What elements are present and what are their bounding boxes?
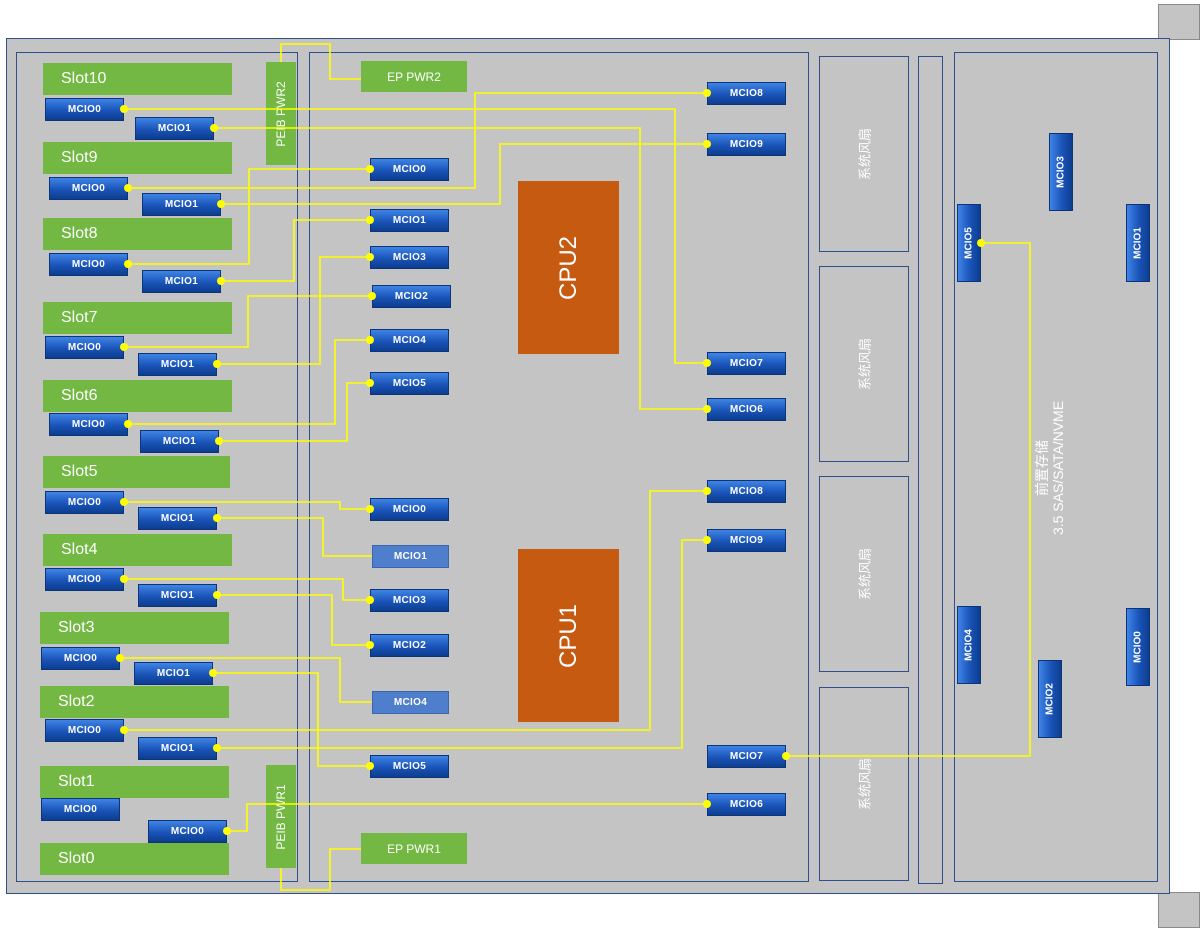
cable-slot6-mcio0-to-cpu2-mcio4	[128, 339, 370, 425]
cpu1: CPU1	[518, 549, 619, 722]
slot-2: Slot2	[40, 686, 229, 718]
cpu2-mcio7: MCIO7	[707, 352, 786, 375]
cable-slot6-mcio1-to-cpu2-mcio5	[219, 382, 370, 442]
cpu2-mcio2: MCIO2	[372, 285, 451, 308]
slot6-mcio0: MCIO0	[49, 413, 128, 436]
backplane-mcio1: MCIO1	[1126, 204, 1150, 282]
cable-slot3-mcio1-to-cpu1-mcio5	[213, 672, 370, 767]
backplane-mcio3: MCIO3	[1049, 133, 1073, 211]
chassis-tab-top	[1158, 4, 1200, 40]
cpu2-mcio8: MCIO8	[707, 82, 786, 105]
slot-4: Slot4	[43, 534, 232, 566]
cable-slot8-mcio1-to-cpu2-mcio1	[221, 219, 370, 282]
backplane-mcio0: MCIO0	[1126, 608, 1150, 686]
system-fan-2: 系统风扇	[819, 266, 909, 462]
cpu1-mcio7: MCIO7	[707, 745, 786, 768]
cable-slot9-mcio1-to-cpu2-mcio9	[221, 143, 707, 205]
slot-10: Slot10	[43, 63, 232, 95]
slot2-mcio1: MCIO1	[138, 737, 217, 760]
cpu1-mcio5: MCIO5	[370, 755, 449, 778]
cable-slot8-mcio0-to-cpu2-mcio0	[128, 168, 370, 265]
slot4-mcio0: MCIO0	[45, 568, 124, 591]
cpu2-mcio5: MCIO5	[370, 372, 449, 395]
cpu1-mcio9: MCIO9	[707, 529, 786, 552]
slot-6: Slot6	[43, 380, 232, 412]
ep-pwr1-connector: EP PWR1	[361, 833, 467, 864]
cpu1-mcio3: MCIO3	[370, 589, 449, 612]
slot-8: Slot8	[43, 218, 232, 250]
fan-column-divider	[918, 56, 943, 884]
slot-9: Slot9	[43, 142, 232, 174]
cpu1-mcio4: MCIO4	[372, 691, 449, 714]
slot-1: Slot1	[40, 766, 229, 798]
cpu2-mcio1: MCIO1	[370, 209, 449, 232]
cpu2-mcio3: MCIO3	[370, 246, 449, 269]
peib-pwr2-connector: PEIB PWR2	[266, 62, 296, 165]
cable-slot0-mcio0-to-cpu1-mcio6	[227, 803, 707, 832]
cpu1-mcio2: MCIO2	[370, 634, 449, 657]
slot3-mcio1: MCIO1	[134, 662, 213, 685]
slot-5: Slot5	[43, 456, 230, 488]
cable-peib-pwr2-to-ep-pwr2	[280, 43, 361, 80]
cable-slot2-mcio1-to-cpu1-mcio9	[217, 539, 707, 749]
slot5-mcio1: MCIO1	[138, 507, 217, 530]
cable-slot2-mcio0-to-cpu1-mcio8	[124, 490, 707, 731]
cpu2-mcio4: MCIO4	[370, 329, 449, 352]
cable-slot4-mcio1-to-cpu1-mcio2	[217, 594, 370, 646]
cable-cpu1-mcio7-to-backplane-mcio5	[786, 242, 1031, 757]
system-fan-4: 系统风扇	[819, 687, 909, 881]
ep-pwr1-label: EP PWR1	[387, 841, 441, 856]
backplane-mcio4: MCIO4	[957, 606, 981, 684]
cable-slot10-mcio1-to-cpu2-mcio6	[214, 127, 707, 410]
ep-pwr2-label: EP PWR2	[387, 69, 441, 84]
slot-0: Slot0	[40, 843, 229, 875]
cable-slot9-mcio0-to-cpu2-mcio8	[128, 92, 707, 189]
cable-slot5-mcio0-to-cpu1-mcio0	[124, 501, 370, 510]
cable-slot5-mcio1-to-cpu1-mcio1	[217, 517, 372, 557]
slot1-mcio0: MCIO0	[41, 798, 120, 821]
cable-slot7-mcio0-to-cpu2-mcio2	[124, 295, 372, 348]
system-fan-1: 系统风扇	[819, 56, 909, 252]
system-fan-3: 系统风扇	[819, 476, 909, 672]
ep-pwr2-connector: EP PWR2	[361, 61, 467, 92]
slot2-mcio0: MCIO0	[45, 719, 124, 742]
slot-7: Slot7	[43, 302, 232, 334]
cable-peib-pwr1-to-ep-pwr1	[280, 848, 361, 891]
backplane-mcio2: MCIO2	[1038, 660, 1062, 738]
cpu1-mcio1: MCIO1	[372, 545, 449, 568]
slot-3: Slot3	[40, 612, 229, 644]
cpu2: CPU2	[518, 181, 619, 354]
peib-pwr1-connector: PEIB PWR1	[266, 765, 296, 868]
cable-slot4-mcio0-to-cpu1-mcio3	[124, 578, 370, 601]
slot8-mcio0: MCIO0	[49, 253, 128, 276]
cable-slot7-mcio1-to-cpu2-mcio3	[217, 256, 370, 365]
cable-slot3-mcio0-to-cpu1-mcio4	[120, 657, 372, 703]
chassis-tab-bottom	[1158, 892, 1200, 928]
cable-slot10-mcio0-to-cpu2-mcio7	[124, 108, 707, 364]
